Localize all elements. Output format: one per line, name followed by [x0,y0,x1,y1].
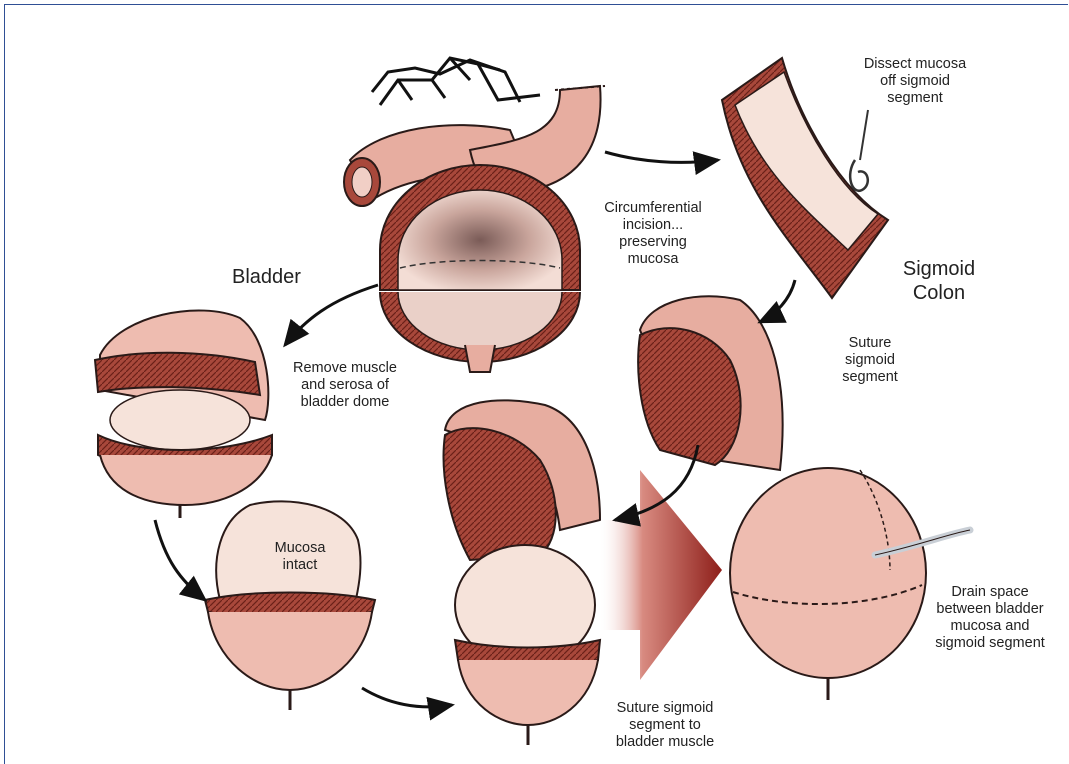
mesentery-vessels [372,58,540,105]
sigmoid-dome-center [444,400,600,560]
label-drain-space: Drain space between bladder mucosa and s… [915,584,1065,652]
label-bladder: Bladder [232,265,342,289]
label-sigmoid-colon: Sigmoid Colon [884,257,994,305]
label-remove-muscle-serosa: Remove muscle and serosa of bladder dome [270,360,420,411]
bladder-dome-lifted [95,310,272,518]
label-suture-to-bladder-muscle: Suture sigmoid segment to bladder muscle [585,700,745,751]
label-circumferential-incision: Circumferential incision... preserving m… [578,200,728,268]
label-mucosa-intact: Mucosa intact [255,540,345,574]
bladder-mucosa-intact [205,501,375,710]
bladder-center-bottom [455,545,600,745]
bladder-opened [380,165,580,372]
label-dissect-mucosa: Dissect mucosa off sigmoid segment [840,56,990,107]
label-suture-sigmoid-segment: Suture sigmoid segment [820,335,920,386]
